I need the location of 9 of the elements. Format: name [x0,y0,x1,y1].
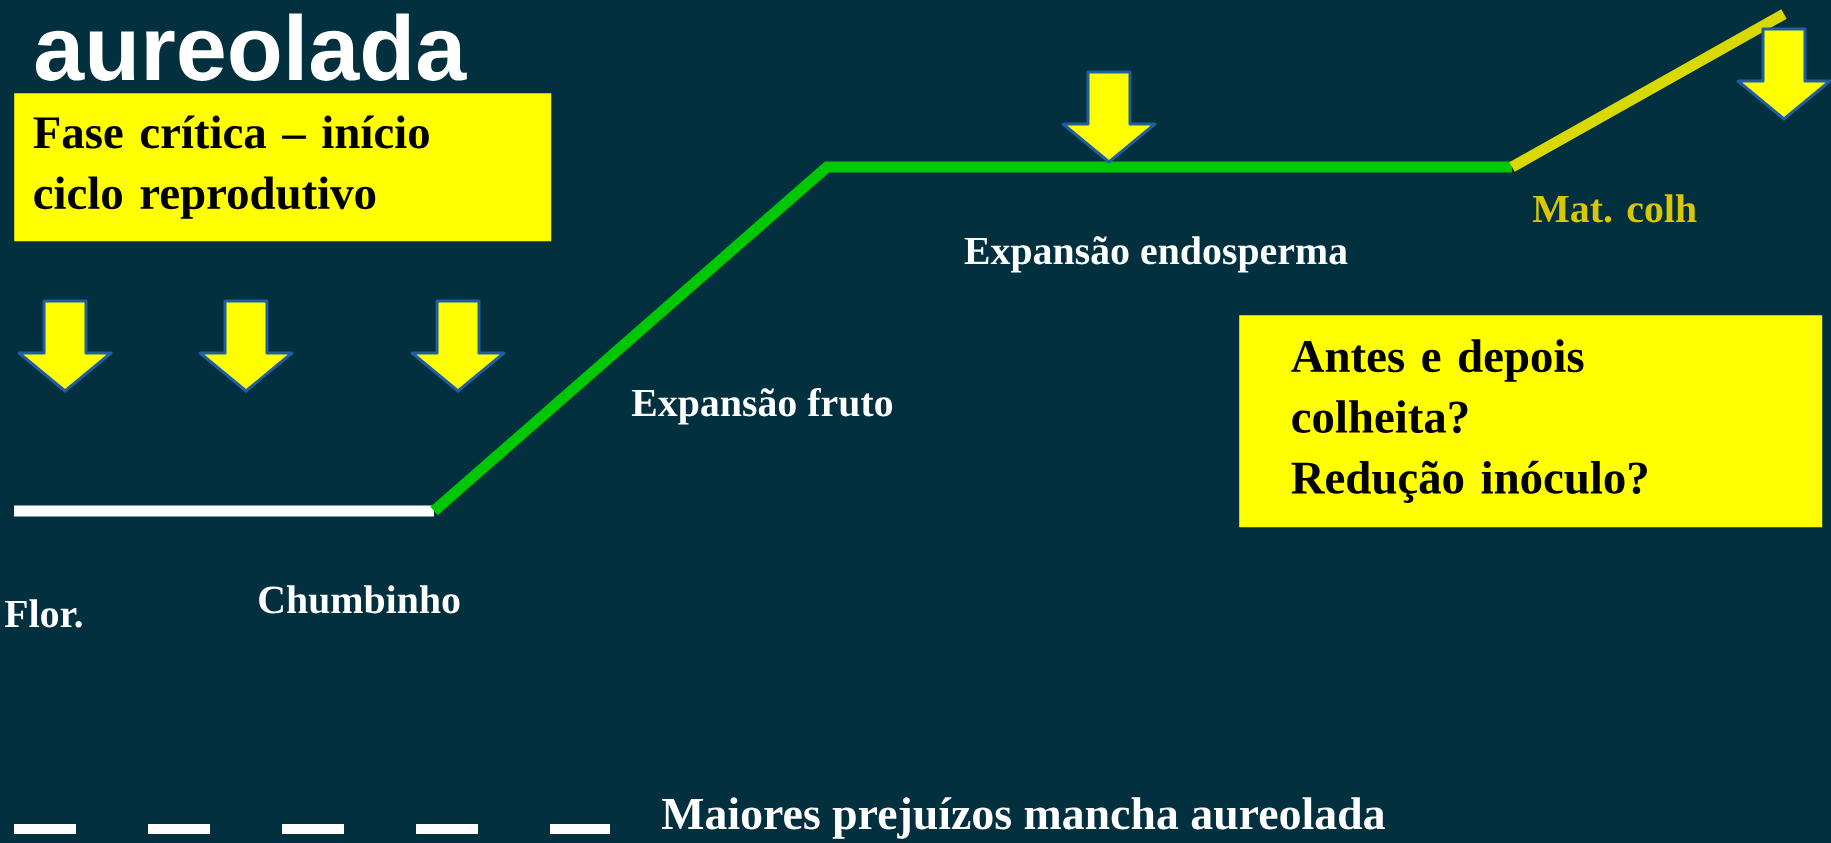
note-box: Fase crítica – início ciclo reprodutivo [14,93,552,242]
slide-title: aureolada [35,13,467,81]
legend-text: Maiores prejuízos mancha aureolada [662,797,1385,839]
stage-label: Mat. colh [1532,194,1697,223]
stage-label: Flor. [4,599,82,628]
note-box: Antes e depois colheita? Redução inóculo? [1239,315,1823,528]
stage-label: Expansão endosperma [964,236,1348,273]
stage-label: Expansão fruto [631,387,893,425]
stage-label: Chumbinho [259,585,460,614]
